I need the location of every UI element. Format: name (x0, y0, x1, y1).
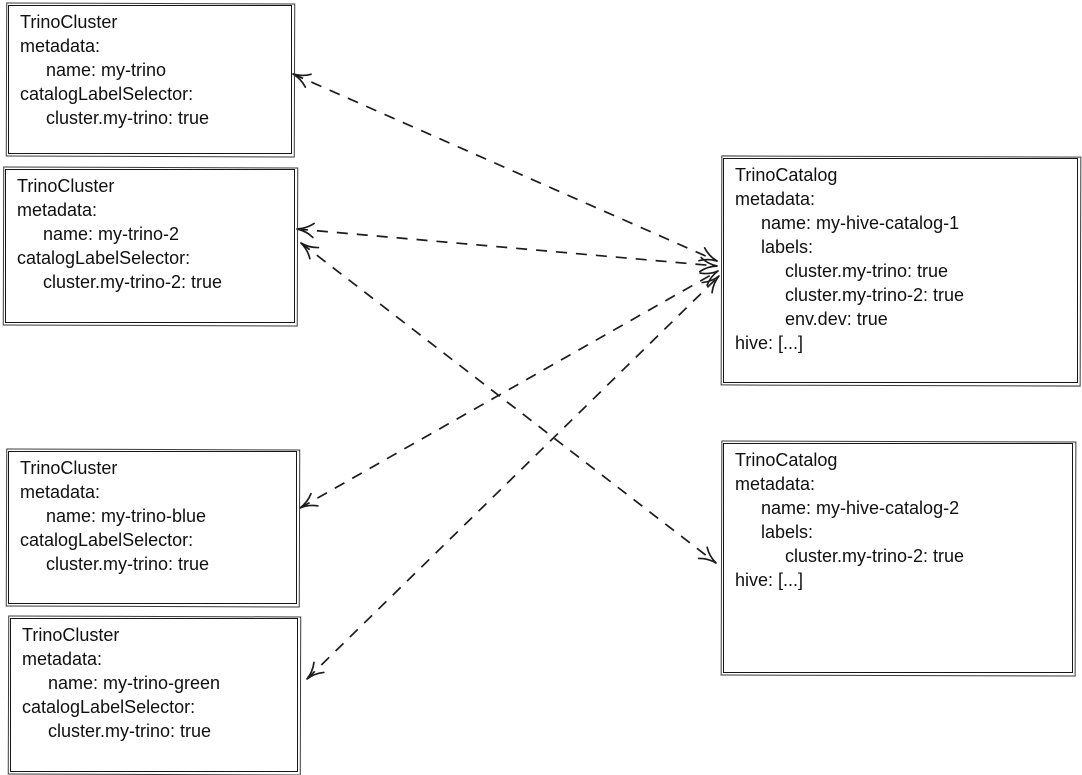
connector-my-hive-catalog-1--my-trino-2 (296, 228, 718, 267)
yaml-line: labels: (761, 237, 814, 257)
yaml-line: cluster.my-trino: true (48, 721, 212, 741)
connector-my-hive-catalog-1--my-trino-green (306, 275, 720, 680)
yaml-line: catalogLabelSelector: (22, 697, 196, 717)
yaml-line: name: my-trino (46, 60, 167, 80)
yaml-line: cluster.my-trino-2: true (785, 546, 965, 566)
arrowhead-my-hive-catalog-1--my-trino-green-start (306, 661, 325, 680)
arrowhead-my-hive-catalog-1--my-trino-2-start (296, 222, 315, 239)
arrowhead-my-hive-catalog-1--my-trino-end (698, 247, 718, 262)
node-trinocatalog-my-hive-catalog-1: TrinoCatalog metadata: name: my-hive-cat… (723, 158, 1078, 383)
yaml-line: env.dev: true (785, 309, 888, 329)
yaml-line: cluster.my-trino: true (785, 261, 949, 281)
yaml-line: TrinoCluster (20, 12, 118, 32)
connector-my-hive-catalog-1--my-trino (292, 73, 718, 262)
node-trinocatalog-my-hive-catalog-2: TrinoCatalog metadata: name: my-hive-cat… (723, 443, 1073, 673)
node-trinocluster-my-trino-blue: TrinoCluster metadata: name: my-trino-bl… (8, 451, 297, 604)
arrowhead-my-hive-catalog-1--my-trino-2-end (699, 256, 718, 273)
yaml-line: name: my-trino-green (48, 673, 221, 693)
yaml-line: name: my-hive-catalog-2 (761, 498, 960, 518)
arrowhead-my-hive-catalog-1--my-trino-blue-start (299, 492, 319, 509)
yaml-line: metadata: (17, 200, 98, 220)
yaml-line: metadata: (20, 482, 101, 502)
yaml-line: hive: [...] (735, 570, 804, 590)
connector-my-hive-catalog-1--my-trino-blue (299, 270, 719, 509)
yaml-line: name: my-hive-catalog-1 (761, 213, 960, 233)
yaml-line: catalogLabelSelector: (17, 248, 191, 268)
connector-my-hive-catalog-2--my-trino-2 (300, 242, 717, 564)
arrowhead-my-hive-catalog-1--my-trino-start (292, 73, 312, 88)
yaml-line: metadata: (20, 36, 101, 56)
yaml-line: cluster.my-trino: true (46, 108, 210, 128)
yaml-line: catalogLabelSelector: (20, 84, 194, 104)
arrowhead-my-hive-catalog-1--my-trino-green-end (701, 275, 720, 294)
yaml-line: TrinoCatalog (735, 165, 838, 185)
yaml-line: metadata: (22, 649, 103, 669)
arrowhead-my-hive-catalog-2--my-trino-2-end (697, 546, 717, 564)
yaml-line: catalogLabelSelector: (20, 530, 194, 550)
yaml-line: name: my-trino-blue (46, 506, 207, 526)
node-trinocluster-my-trino: TrinoCluster metadata: name: my-trino ca… (8, 5, 292, 154)
yaml-line: metadata: (735, 474, 816, 494)
yaml-line: labels: (761, 522, 814, 542)
yaml-line: TrinoCluster (22, 625, 120, 645)
node-trinocluster-my-trino-green: TrinoCluster metadata: name: my-trino-gr… (10, 618, 298, 772)
arrowhead-my-hive-catalog-2--my-trino-2-start (300, 242, 320, 260)
yaml-line: TrinoCatalog (735, 450, 838, 470)
yaml-line: metadata: (735, 189, 816, 209)
yaml-line: TrinoCluster (20, 458, 118, 478)
yaml-line: cluster.my-trino: true (46, 554, 210, 574)
yaml-line: name: my-trino-2 (43, 224, 180, 244)
node-trinocluster-my-trino-2: TrinoCluster metadata: name: my-trino-2 … (5, 169, 295, 323)
yaml-line: cluster.my-trino-2: true (43, 272, 223, 292)
arrowhead-my-hive-catalog-1--my-trino-blue-end (699, 270, 719, 287)
yaml-line: TrinoCluster (17, 176, 115, 196)
yaml-line: cluster.my-trino-2: true (785, 285, 965, 305)
yaml-line: hive: [...] (735, 333, 804, 353)
